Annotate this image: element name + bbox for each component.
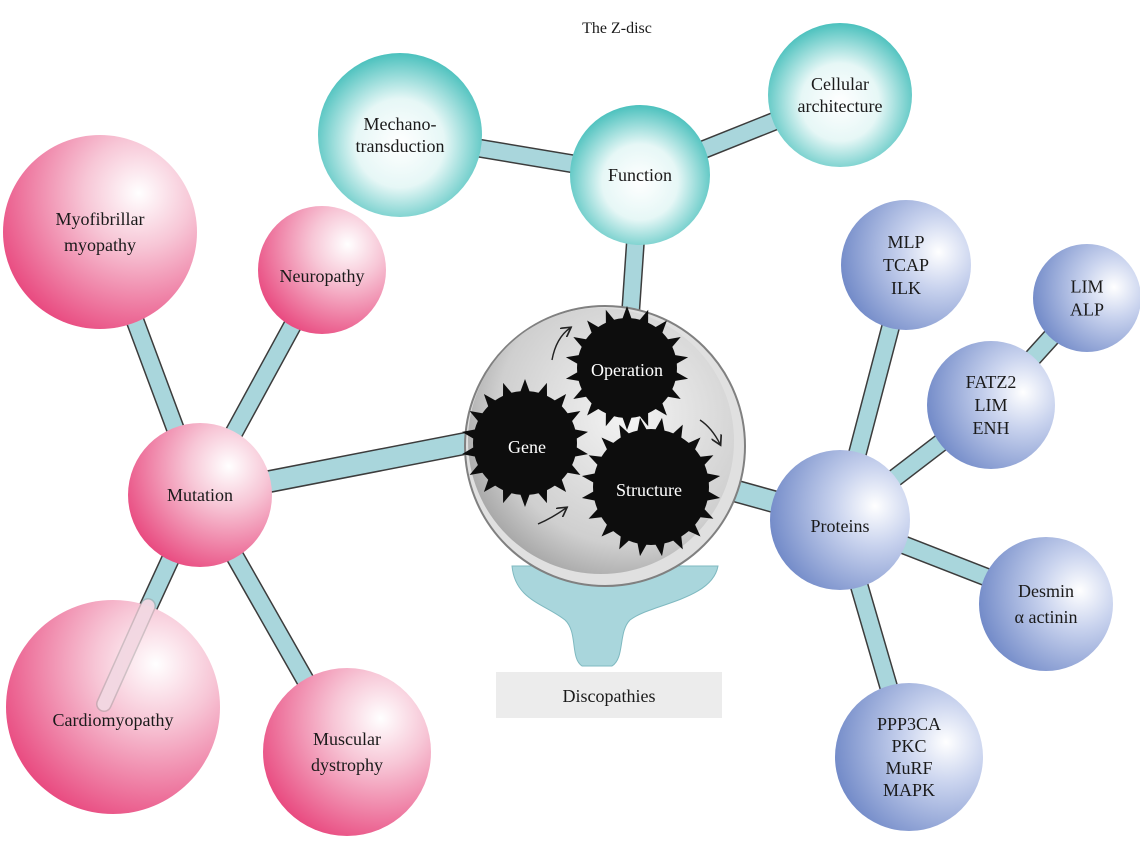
node-fatz2-label: LIM	[975, 395, 1008, 415]
node-ppp3ca-label: PKC	[891, 736, 926, 756]
node-function: Function	[570, 105, 710, 245]
node-cellular-label: architecture	[798, 96, 883, 116]
node-myofibrillar-label: myopathy	[64, 235, 136, 255]
node-fatz2-label: FATZ2	[966, 372, 1017, 392]
node-cardiomyopathy: Cardiomyopathy	[6, 600, 220, 814]
node-desmin-circle	[979, 537, 1113, 671]
gear-gene	[462, 379, 588, 507]
node-limalp-label: ALP	[1070, 300, 1104, 320]
node-desmin-label: Desmin	[1018, 581, 1074, 601]
node-limalp-label: LIM	[1071, 277, 1104, 297]
node-mechano-label: Mechano-	[364, 114, 437, 134]
node-muscular-label: Muscular	[313, 729, 381, 749]
node-myofibrillar-label: Myofibrillar	[56, 209, 145, 229]
discopathies-label: Discopathies	[563, 686, 656, 706]
node-mutation: Mutation	[128, 423, 272, 567]
rotation-arrow-right	[699, 419, 720, 444]
gears	[462, 306, 721, 557]
node-neuropathy: Neuropathy	[258, 206, 386, 334]
node-mechano-circle	[318, 53, 482, 217]
diagram-title: The Z-disc	[582, 20, 652, 37]
cardiomyopathy-tube-detail	[96, 598, 156, 712]
node-ppp3ca-label: MAPK	[883, 780, 935, 800]
node-myofibrillar: Myofibrillar myopathy	[3, 135, 197, 329]
node-desmin: Desmin α actinin	[979, 537, 1113, 671]
node-function-circle	[570, 105, 710, 245]
gear-operation	[565, 306, 689, 430]
node-ppp3ca-label: MuRF	[885, 758, 932, 778]
node-proteins-label: Proteins	[810, 516, 869, 536]
node-mechano-label: transduction	[356, 136, 445, 156]
rotation-arrow-top	[551, 328, 570, 361]
gear-label-structure: Structure	[616, 480, 682, 500]
node-ppp3ca-circle	[835, 683, 983, 831]
gear-label-operation: Operation	[591, 360, 663, 380]
gear-label-gene: Gene	[508, 437, 546, 457]
node-fatz2-label: ENH	[973, 418, 1010, 438]
node-mlp: MLP TCAP ILK	[841, 200, 971, 330]
node-cellular-circle	[768, 23, 912, 167]
node-mutation-label: Mutation	[167, 485, 233, 505]
node-muscular-label: dystrophy	[311, 755, 383, 775]
node-desmin-label: α actinin	[1015, 607, 1078, 627]
node-mlp-label: MLP	[887, 232, 924, 252]
node-myofibrillar-circle	[3, 135, 197, 329]
node-function-label: Function	[608, 165, 672, 185]
node-mlp-label: ILK	[891, 278, 921, 298]
node-proteins: Proteins	[770, 450, 910, 590]
node-fatz2-circle	[927, 341, 1055, 469]
discopathies-box	[496, 672, 722, 718]
node-mechano: Mechano-transduction	[318, 53, 482, 217]
node-neuropathy-circle	[258, 206, 386, 334]
node-cardiomyopathy-label: Cardiomyopathy	[53, 710, 174, 730]
node-mutation-circle	[128, 423, 272, 567]
rotation-arrow-bottom	[537, 508, 566, 525]
node-ppp3ca-label: PPP3CA	[877, 714, 941, 734]
node-muscular-circle	[263, 668, 431, 836]
node-muscular: Muscular dystrophy	[263, 668, 431, 836]
nodes: Function Mechano-transduction Cellulararch…	[3, 23, 1140, 836]
gear-structure	[581, 417, 721, 557]
discopathies-funnel	[511, 565, 719, 667]
node-cellular-label: Cellular	[811, 74, 869, 94]
node-mlp-label: TCAP	[883, 255, 929, 275]
node-cardiomyopathy-circle	[6, 600, 220, 814]
node-neuropathy-label: Neuropathy	[280, 266, 365, 286]
node-proteins-circle	[770, 450, 910, 590]
node-limalp: LIM ALP	[1033, 244, 1140, 352]
node-limalp-circle	[1033, 244, 1140, 352]
node-mlp-circle	[841, 200, 971, 330]
